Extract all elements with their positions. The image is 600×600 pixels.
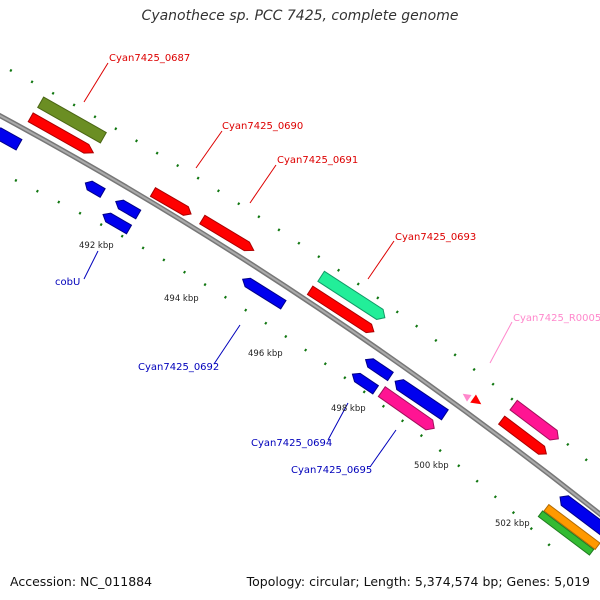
gene-blue-0694[interactable] bbox=[350, 370, 380, 395]
gene-label-0694[interactable]: Cyan7425_0694 bbox=[251, 438, 332, 449]
gene-blue-cobu-a[interactable] bbox=[83, 179, 106, 199]
leader-0692 bbox=[213, 324, 241, 365]
gene-red-0687b[interactable] bbox=[27, 112, 96, 157]
gene-blue-br[interactable] bbox=[556, 492, 600, 539]
gene-red-b[interactable] bbox=[497, 415, 550, 458]
inner-track bbox=[14, 178, 561, 556]
gene-blue-0695b[interactable] bbox=[392, 376, 449, 421]
leader-0695 bbox=[369, 429, 397, 468]
gene-red-trna-marker[interactable] bbox=[470, 394, 484, 408]
kbp-tick-502: 502 kbp bbox=[495, 519, 530, 529]
gene-label-0693[interactable]: Cyan7425_0693 bbox=[395, 232, 476, 243]
gene-label-r0005[interactable]: Cyan7425_R0005 bbox=[513, 313, 600, 324]
gene-label-0691[interactable]: Cyan7425_0691 bbox=[277, 155, 358, 166]
gene-orange-br[interactable] bbox=[543, 503, 600, 551]
gene-blue-cobu-b[interactable] bbox=[113, 197, 142, 220]
gene-green-br[interactable] bbox=[537, 510, 595, 556]
kbp-tick-494: 494 kbp bbox=[164, 294, 199, 304]
gene-pink-a[interactable] bbox=[509, 399, 562, 443]
kbp-tick-498: 498 kbp bbox=[331, 404, 366, 414]
leader-0687 bbox=[83, 62, 109, 103]
gene-red-0691[interactable] bbox=[199, 214, 257, 254]
map-title: Cyanothece sp. PCC 7425, complete genome bbox=[141, 8, 459, 24]
leader-r0005 bbox=[489, 321, 513, 364]
leader-0690 bbox=[195, 130, 223, 169]
kbp-tick-492: 492 kbp bbox=[79, 241, 114, 251]
kbp-tick-496: 496 kbp bbox=[248, 349, 283, 359]
gene-blue-0692[interactable] bbox=[240, 275, 287, 310]
leader-cobu bbox=[83, 250, 99, 280]
gene-blue-left-edge[interactable] bbox=[0, 125, 23, 151]
gene-label-0687[interactable]: Cyan7425_0687 bbox=[109, 53, 190, 64]
gene-red-0690[interactable] bbox=[149, 186, 193, 219]
leader-0693 bbox=[367, 240, 395, 280]
accession-label: Accession: NC_011884 bbox=[10, 574, 153, 589]
gene-blue-0694a[interactable] bbox=[363, 355, 394, 382]
genome-summary: Topology: circular; Length: 5,374,574 bp… bbox=[246, 574, 590, 589]
gene-label-cobu[interactable]: cobU bbox=[55, 277, 80, 288]
gene-label-0692[interactable]: Cyan7425_0692 bbox=[138, 362, 219, 373]
gene-pink-0695[interactable] bbox=[377, 386, 437, 434]
genome-backbone bbox=[0, 112, 600, 518]
gene-label-0695[interactable]: Cyan7425_0695 bbox=[291, 465, 372, 476]
gene-label-0690[interactable]: Cyan7425_0690 bbox=[222, 121, 303, 132]
gene-aqua-0693[interactable] bbox=[317, 270, 388, 322]
gene-pink-r0005-marker[interactable] bbox=[460, 390, 472, 402]
leader-0691 bbox=[249, 164, 277, 204]
kbp-tick-500: 500 kbp bbox=[414, 461, 449, 471]
leader-0694 bbox=[327, 402, 349, 441]
gene-red-0693b[interactable] bbox=[306, 285, 376, 336]
gene-olive-0687[interactable] bbox=[37, 96, 107, 144]
gene-blue-cobu[interactable] bbox=[101, 210, 133, 235]
